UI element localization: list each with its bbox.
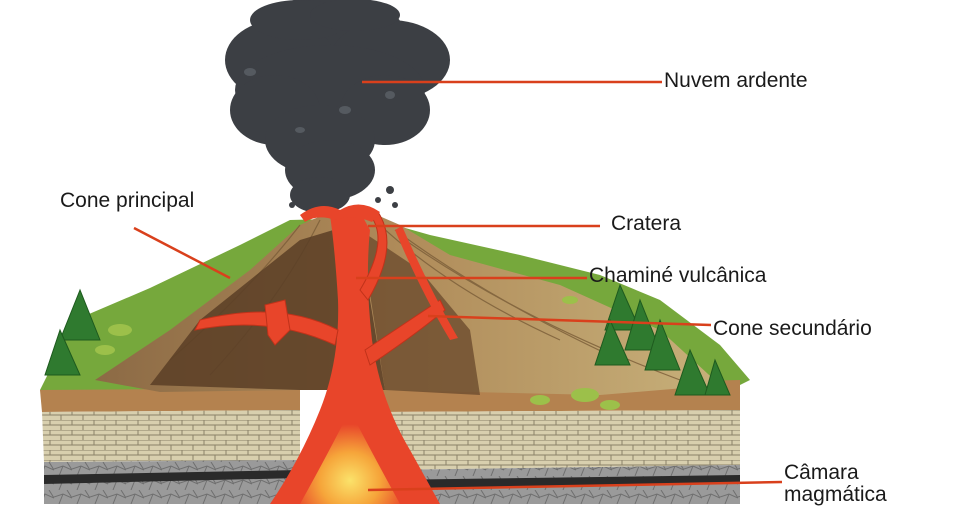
left-rock-layer: [44, 460, 300, 504]
tree-icon: [44, 283, 731, 396]
ash-cloud: [225, 0, 450, 213]
label-camara-line1: Câmara: [784, 461, 859, 484]
label-camara-line2: magmática: [784, 483, 887, 506]
label-cone-principal: Cone principal: [60, 189, 195, 212]
right-brick-layer: [380, 410, 740, 470]
label-cratera: Cratera: [611, 212, 682, 235]
left-brick-layer: [42, 410, 300, 462]
label-camara-magmatica: Câmara magmática: [784, 461, 887, 506]
label-chamine-vulcanica: Chaminé vulcânica: [589, 264, 767, 287]
label-nuvem-ardente: Nuvem ardente: [664, 69, 808, 92]
pointer-camara: [367, 480, 783, 492]
pointer-cone-principal: [133, 226, 231, 280]
label-cone-secundario: Cone secundário: [713, 317, 872, 340]
magma-conduit: [270, 209, 440, 504]
pointer-cone-secundario: [427, 314, 712, 327]
left-soil-layer: [40, 388, 300, 412]
